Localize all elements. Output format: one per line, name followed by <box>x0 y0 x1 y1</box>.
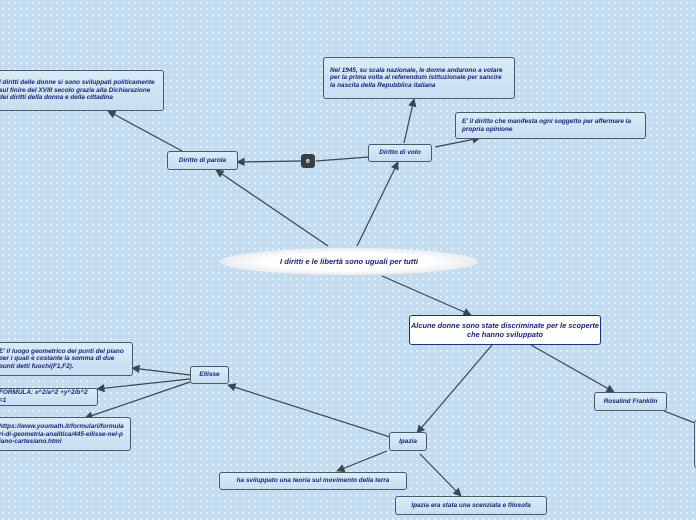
root-topic-label: I diritti e le libertà sono uguali per t… <box>280 256 418 266</box>
topic-ellisse-link[interactable]: https://www.youmath.it/formulari/formula… <box>0 417 131 451</box>
topic-voto-opinione[interactable]: E' il diritto che manifesta ogni soggett… <box>455 112 646 139</box>
edge-connector-parola <box>236 157 302 167</box>
topic-rosalind-franklin-label: Rosalind Franklin <box>603 397 658 405</box>
topic-donne-discriminate-label: Alcune donne sono state discriminate per… <box>410 321 600 339</box>
edge-ellisse-luogo <box>131 364 191 376</box>
edge-root-parola <box>215 169 329 247</box>
edge-rosalind-next <box>663 410 696 425</box>
topic-diritto-di-parola[interactable]: Diritto di parola <box>167 151 238 170</box>
topic-rosalind-franklin[interactable]: Rosalind Franklin <box>594 392 667 411</box>
edge-voto-1945 <box>403 98 417 144</box>
topic-diritto-di-voto-label: Diritto di voto <box>379 149 421 157</box>
topic-ellisse-formula[interactable]: FORMULA: x^2/a^2 +y^2/b^2 =1 <box>0 388 98 406</box>
topic-ellisse-formula-label: FORMULA: x^2/a^2 +y^2/b^2 =1 <box>0 389 88 404</box>
relationship-connector-label: e <box>306 157 310 165</box>
topic-diritto-di-parola-label: Diritto di parola <box>178 156 227 164</box>
topic-voto-1945[interactable]: Nel 1945, su scala nazionale, le donne a… <box>323 57 515 99</box>
edge-ipazia-scenziata <box>419 453 462 497</box>
topic-diritti-donne[interactable]: I diritti delle donne si sono sviluppati… <box>0 70 164 111</box>
topic-ellisse-luogo-geometrico-label: E' il luogo geometrico dei punti del pia… <box>0 347 124 370</box>
topic-ipazia-label: Ipazia <box>399 437 417 445</box>
edge-main-rosalind <box>530 344 615 393</box>
topic-teoria-movimento-terra[interactable]: ha sviluppato una teoria sul movimento d… <box>219 472 407 490</box>
topic-ellisse-label: Ellisse <box>199 371 220 379</box>
edge-ellisse-formula <box>96 378 191 393</box>
edge-root-main <box>381 275 472 316</box>
edge-ipazia-teoria <box>336 450 388 473</box>
edge-voto-connector <box>315 156 370 162</box>
edge-parola-diritti-donne <box>107 110 183 152</box>
topic-voto-1945-label: Nel 1945, su scala nazionale, le donne a… <box>330 66 503 89</box>
topic-ipazia[interactable]: Ipazia <box>389 432 427 451</box>
topic-diritti-donne-label: I diritti delle donne si sono sviluppati… <box>0 79 155 102</box>
relationship-connector[interactable]: e <box>301 154 315 168</box>
topic-voto-opinione-label: E' il diritto che manifesta ogni soggett… <box>462 117 632 133</box>
edge-ipazia-ellisse <box>227 383 391 438</box>
edge-main-ipazia <box>416 344 493 434</box>
topic-ellisse-link-label[interactable]: https://www.youmath.it/formulari/formula… <box>0 423 124 446</box>
root-topic[interactable]: I diritti e le libertà sono uguali per t… <box>220 248 478 275</box>
edge-root-voto <box>356 161 399 247</box>
edge-voto-opinione <box>434 135 481 148</box>
topic-ipazia-scenziata-label: Ipazia era stata una scenziata e filosof… <box>411 501 531 509</box>
topic-donne-discriminate[interactable]: Alcune donne sono state discriminate per… <box>409 315 601 345</box>
topic-diritto-di-voto[interactable]: Diritto di voto <box>368 144 432 162</box>
topic-offscreen[interactable] <box>694 420 696 468</box>
topic-ellisse-luogo-geometrico[interactable]: E' il luogo geometrico dei punti del pia… <box>0 342 133 376</box>
topic-teoria-movimento-terra-label: ha sviluppato una teoria sul movimento d… <box>236 477 390 485</box>
topic-ellisse[interactable]: Ellisse <box>190 366 229 384</box>
topic-ipazia-scenziata[interactable]: Ipazia era stata una scenziata e filosof… <box>395 496 547 515</box>
edge-ellisse-link <box>84 381 191 420</box>
